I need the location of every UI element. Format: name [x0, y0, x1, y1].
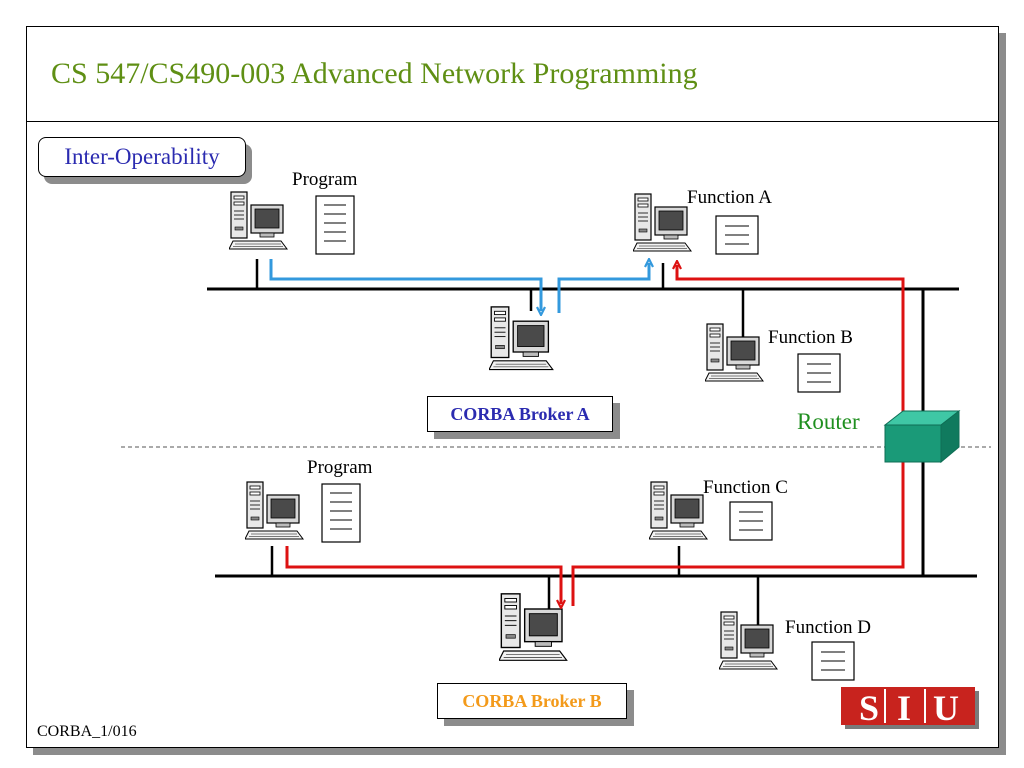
broker-a-label: CORBA Broker A — [427, 396, 613, 432]
svg-text:I: I — [897, 688, 911, 728]
function-c-label: Function C — [703, 477, 788, 498]
function-b-document — [797, 353, 841, 393]
function-c-document — [729, 501, 773, 541]
broker-b-label: CORBA Broker B — [437, 683, 627, 719]
broker-a-computer — [489, 306, 554, 371]
function-d-label: Function D — [785, 617, 872, 638]
svg-text:S: S — [859, 688, 879, 728]
request-path-broker-a-to-function-a — [557, 263, 649, 313]
network-diagram — [121, 191, 991, 681]
slide: CS 547/CS490-003 Advanced Network Progra… — [26, 26, 999, 748]
router-icon — [883, 409, 961, 464]
function-c-computer — [649, 481, 708, 540]
siu-logo: S I U — [841, 687, 979, 729]
slide-title: CS 547/CS490-003 Advanced Network Progra… — [51, 57, 698, 90]
slide-footer-id: CORBA_1/016 — [37, 723, 137, 740]
function-b-label: Function B — [768, 327, 853, 348]
function-b-computer — [705, 323, 764, 382]
function-d-document — [811, 641, 855, 681]
title-bar: CS 547/CS490-003 Advanced Network Progra… — [27, 27, 998, 122]
broker-b-computer — [499, 593, 568, 662]
router-label: Router — [797, 409, 860, 434]
program-label-bottom: Program — [307, 457, 373, 478]
request-path-program-to-broker-a — [269, 259, 541, 311]
function-a-computer — [633, 193, 692, 252]
program-label-top: Program — [292, 169, 358, 190]
section-badge: Inter-Operability — [38, 137, 246, 177]
function-a-label: Function A — [687, 187, 772, 208]
function-d-computer — [719, 611, 778, 670]
program-document-top — [315, 195, 355, 255]
program-computer-bottom — [245, 481, 304, 540]
request-path-broker-b-to-function-a — [571, 265, 905, 606]
request-path-program-to-broker-b — [285, 546, 561, 604]
function-a-document — [715, 215, 759, 255]
svg-text:U: U — [933, 688, 959, 728]
program-document-bottom — [321, 483, 361, 543]
program-computer-top — [229, 191, 288, 250]
